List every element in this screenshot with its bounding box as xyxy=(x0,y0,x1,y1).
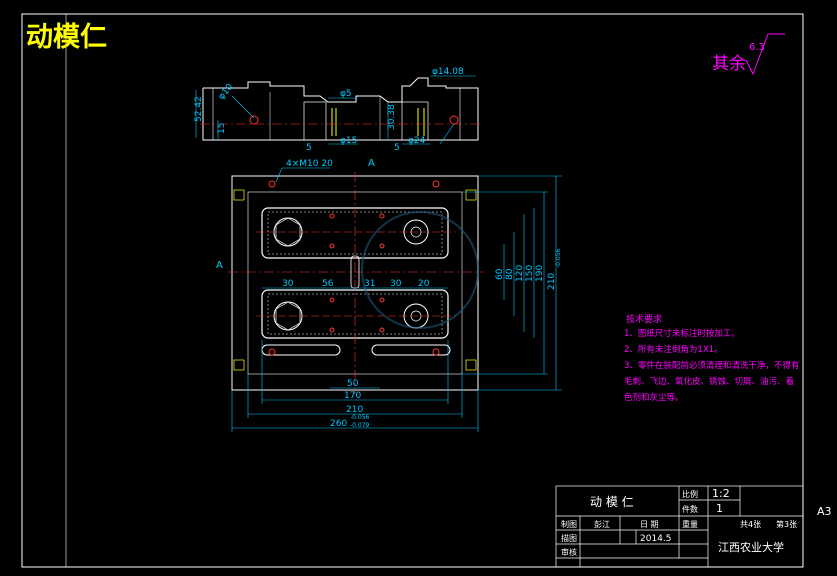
tech-note-3: 3、零件在装配前必须清理和清洗干净，不得有毛刺、飞边、氧化皮、锈蚀、切屑、油污、… xyxy=(624,361,800,403)
title-block-scale-value: 1:2 xyxy=(712,487,730,500)
label-section-a-left: A xyxy=(216,260,223,271)
roughness-symbol xyxy=(745,33,785,76)
dim-h-170: 170 xyxy=(344,391,361,401)
dim-top-phi15: φ15 xyxy=(340,136,357,146)
dim-top-phi10: φ10 xyxy=(217,82,236,102)
tech-note-1: 1、图纸尺寸未标注时按加工。 xyxy=(624,329,740,339)
label-thread: 4×M10 20 xyxy=(286,159,333,169)
title-block-drawn-label: 制图 xyxy=(561,519,577,529)
title-block-name: 动 模 仁 xyxy=(590,495,634,509)
title-block-check-label: 审核 xyxy=(561,547,577,557)
title-block-scale-label: 比例 xyxy=(682,489,698,499)
title-block-qty-value: 1 xyxy=(716,502,723,515)
dim-top-5a: 5 xyxy=(306,143,312,153)
roughness-value: 6.3 xyxy=(749,42,765,53)
dim-v-tol-upper: -0.056 xyxy=(555,248,562,268)
tech-note-2: 2、所有未注倒角为1X1。 xyxy=(624,345,723,355)
dim-h-210: 210 xyxy=(346,405,363,415)
dim-top-phi5: φ5 xyxy=(340,89,352,99)
title-block-date-label: 日 期 xyxy=(640,520,659,529)
tech-notes-heading: 技术要求 xyxy=(626,313,662,325)
dim-h-30b: 30 xyxy=(390,279,402,289)
dim-v-210: 210 xyxy=(547,273,557,290)
dim-h-260: 260 xyxy=(330,419,347,429)
dim-top-phi14: φ14.08 xyxy=(432,67,464,77)
drawing-title: 动模仁 xyxy=(26,22,107,53)
title-block-date-value: 2014.5 xyxy=(640,534,672,544)
title-block-sheet-no: 第3张 xyxy=(776,519,797,529)
title-block-sheets: 共4张 xyxy=(740,520,761,529)
title-block-qty-label: 件数 xyxy=(682,504,698,514)
title-block-school: 江西农业大学 xyxy=(718,540,784,554)
section-view xyxy=(195,75,480,145)
title-block-grid xyxy=(555,485,804,568)
dim-top-15: 15 xyxy=(217,123,227,134)
dim-top-30: 30.38 xyxy=(387,104,397,130)
label-section-a-top: A xyxy=(368,158,375,169)
plan-view xyxy=(228,172,484,394)
dim-v-80: 80 xyxy=(505,268,515,280)
title-block-weight-label: 重量 xyxy=(682,519,698,529)
dim-h-tol-upper: -0.056 xyxy=(350,414,370,421)
dim-h-tol-lower: -0.079 xyxy=(350,422,370,429)
roughness-label: 其余 xyxy=(712,54,746,74)
dim-top-5b: 5 xyxy=(394,143,400,153)
dim-v-60: 60 xyxy=(495,268,505,280)
dim-top-52: 52.42 xyxy=(194,96,204,122)
sheet-size: A3 xyxy=(817,505,832,518)
plan-dim-lines xyxy=(231,175,562,432)
dim-top-phi24: φ24 xyxy=(408,136,426,146)
inner-frame xyxy=(65,13,804,568)
dim-h-20: 20 xyxy=(418,279,430,289)
title-block-drawn-name: 彭江 xyxy=(594,519,610,529)
tech-notes: 技术要求 1、图纸尺寸未标注时按加工。 2、所有未注倒角为1X1。 3、零件在装… xyxy=(624,313,800,403)
dim-v-190: 190 xyxy=(535,265,545,282)
dim-h-50: 50 xyxy=(347,379,359,389)
dim-h-31: 31 xyxy=(364,279,375,289)
title-block-draft-label: 描图 xyxy=(561,533,577,543)
dim-h-56: 56 xyxy=(322,279,334,289)
dim-v-120: 120 xyxy=(515,265,525,282)
dim-v-150: 150 xyxy=(525,265,535,282)
dim-h-30a: 30 xyxy=(282,279,294,289)
